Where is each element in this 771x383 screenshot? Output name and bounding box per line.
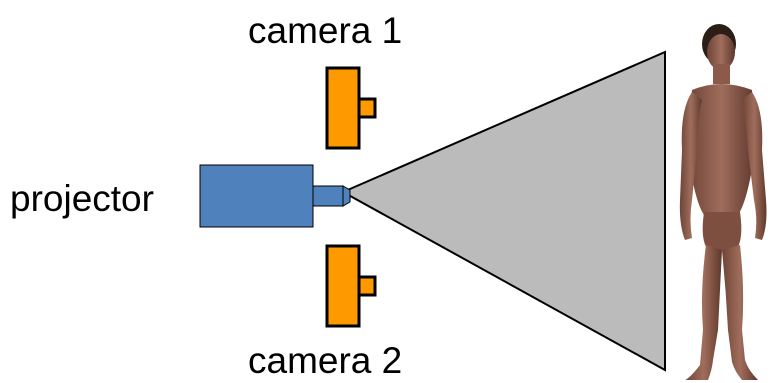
projector-icon <box>199 164 351 228</box>
camera-1-label: camera 1 <box>248 10 403 51</box>
camera-2-label: camera 2 <box>248 340 403 381</box>
human-figure-icon <box>679 24 767 380</box>
camera-2-icon <box>325 244 377 328</box>
projector-label: projector <box>10 178 154 219</box>
camera-1-icon <box>325 66 377 150</box>
projection-beam <box>340 50 666 372</box>
